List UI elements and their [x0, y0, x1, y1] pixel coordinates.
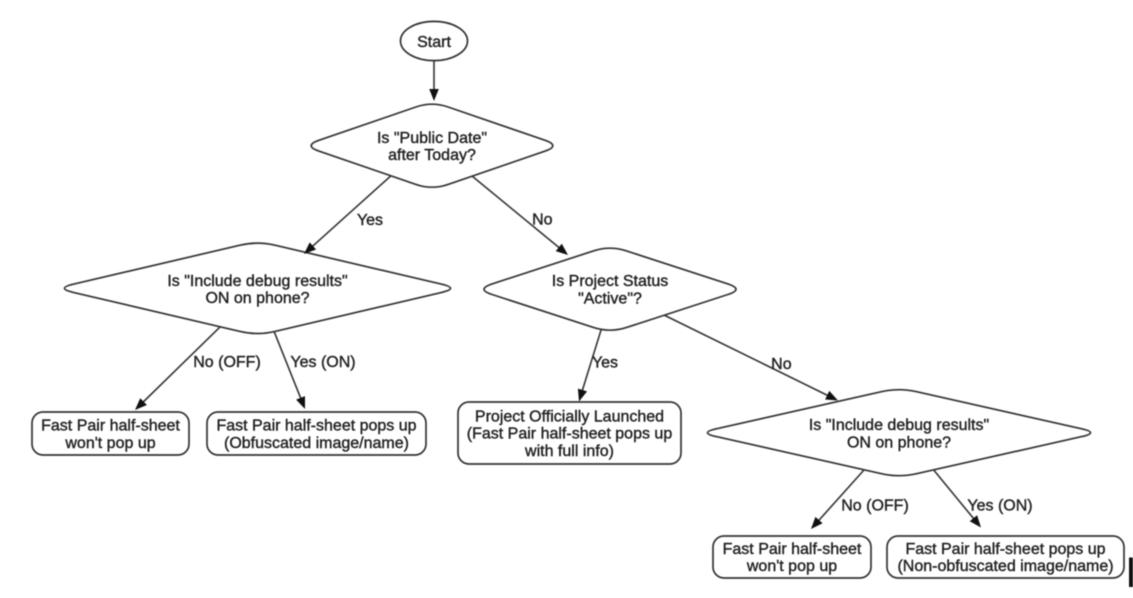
svg-text:"Active"?: "Active"? [578, 290, 642, 307]
svg-text:won't pop up: won't pop up [64, 435, 155, 452]
svg-text:Fast Pair half-sheet pops up: Fast Pair half-sheet pops up [905, 541, 1105, 558]
svg-text:Yes: Yes [357, 212, 383, 229]
svg-text:Fast Pair half-sheet: Fast Pair half-sheet [723, 541, 862, 558]
svg-text:Start: Start [417, 34, 451, 51]
svg-text:No (OFF): No (OFF) [193, 354, 261, 371]
svg-text:Is Project Status: Is Project Status [552, 273, 669, 290]
svg-text:No: No [771, 356, 792, 373]
svg-text:(Non-obfuscated image/name): (Non-obfuscated image/name) [897, 558, 1113, 575]
svg-text:No: No [532, 212, 553, 229]
svg-text:after Today?: after Today? [388, 147, 476, 164]
svg-text:(Fast Pair half-sheet pops up: (Fast Pair half-sheet pops up [467, 426, 673, 443]
svg-text:Fast Pair half-sheet: Fast Pair half-sheet [41, 418, 180, 435]
svg-text:Is "Include debug results": Is "Include debug results" [167, 273, 347, 290]
svg-text:Yes (ON): Yes (ON) [290, 354, 355, 371]
svg-text:Fast Pair half-sheet pops up: Fast Pair half-sheet pops up [216, 418, 416, 435]
svg-text:(Obfuscated image/name): (Obfuscated image/name) [224, 435, 409, 452]
svg-text:Yes: Yes [592, 355, 618, 372]
svg-text:Is "Public Date": Is "Public Date" [377, 130, 487, 147]
svg-text:with full info): with full info) [524, 443, 614, 460]
svg-text:ON on phone?: ON on phone? [847, 434, 951, 451]
svg-text:ON on phone?: ON on phone? [205, 290, 309, 307]
svg-text:No (OFF): No (OFF) [841, 498, 909, 515]
svg-text:Is "Include debug results": Is "Include debug results" [809, 417, 989, 434]
svg-text:Project Officially Launched: Project Officially Launched [475, 408, 664, 425]
svg-text:Yes (ON): Yes (ON) [967, 498, 1032, 515]
svg-text:won't pop up: won't pop up [746, 558, 837, 575]
